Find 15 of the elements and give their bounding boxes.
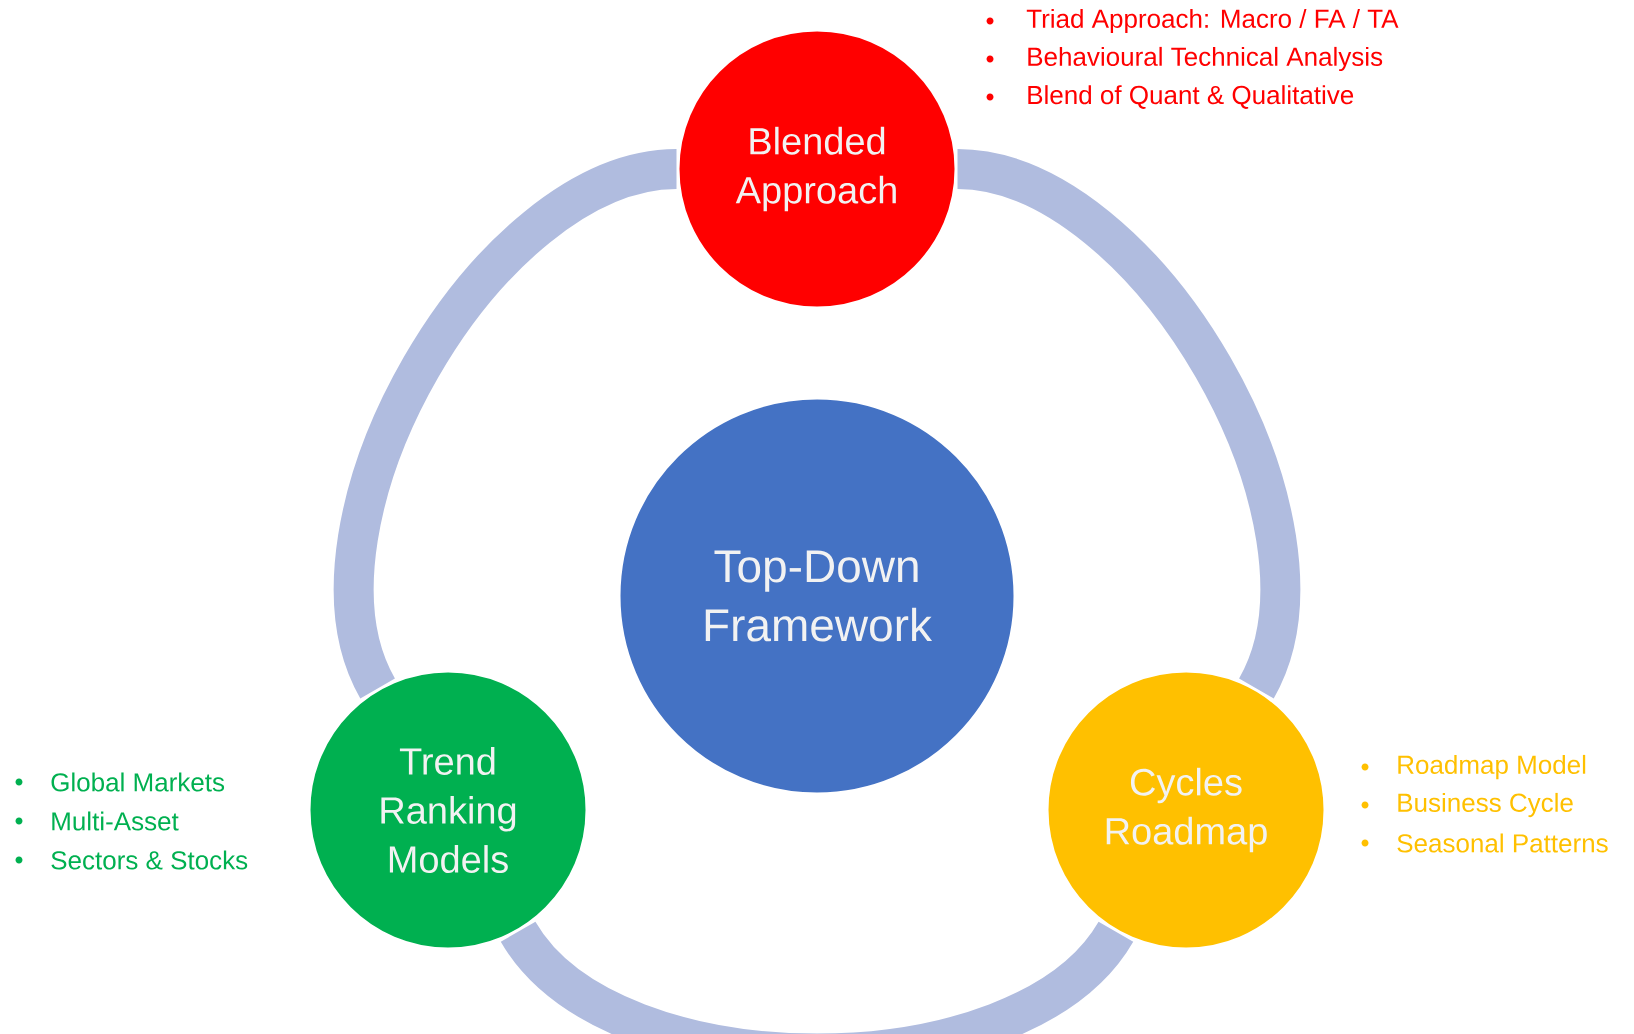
ring-arc <box>333 149 680 696</box>
bullet-item: Seasonal Patterns <box>1361 833 1608 853</box>
bullet-item: Roadmap Model <box>1361 754 1586 780</box>
circle-node: Cycles Roadmap <box>1045 669 1327 951</box>
circle-node: Top-Down Framework <box>617 396 1017 796</box>
bullet-item: Behavioural Technical Analysis <box>986 46 1383 72</box>
bullet-item: Global Markets <box>15 772 225 792</box>
bullet-item: Blend of Quant & Qualitative <box>986 85 1354 109</box>
circle-node: Blended Approach <box>676 28 958 310</box>
ring-arc <box>502 919 1132 1034</box>
bullet-item: Business Cycle <box>1361 792 1573 818</box>
circle-node: Trend Ranking Models <box>307 669 589 951</box>
bullet-item: Triad Approach: Macro / FA / TA <box>986 8 1399 34</box>
bullet-item: Multi-Asset <box>15 811 179 831</box>
bullet-item: Sectors & Stocks <box>15 850 248 870</box>
